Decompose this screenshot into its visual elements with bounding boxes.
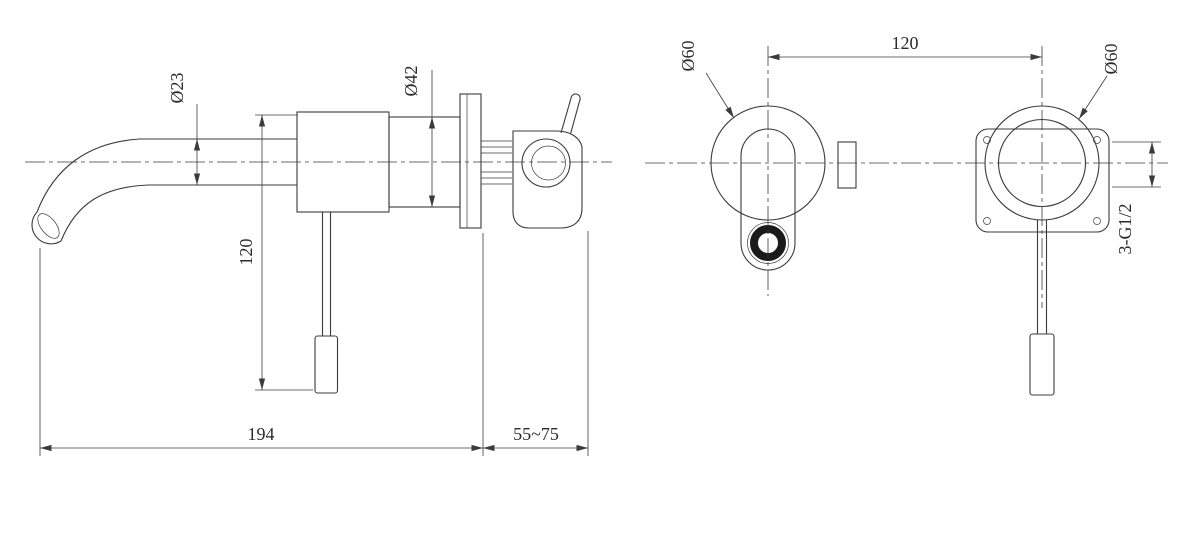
dim-wall-depth: 55~75 (483, 231, 589, 456)
screw-hole-top-left (983, 136, 991, 144)
spout-tip-face (31, 211, 62, 245)
dim-body-diameter: Ø42 (401, 66, 436, 207)
handle-grip-front (1029, 333, 1055, 396)
spout-top-edge (36, 138, 297, 213)
valve-cartridge-outer (521, 138, 571, 188)
dimension-label: 120 (236, 239, 256, 266)
valve-cartridge-inner (531, 145, 566, 181)
spout-bottom-edge (60, 184, 297, 242)
handle-grip (314, 335, 339, 394)
dimension-label: Ø42 (401, 66, 421, 97)
handle-backplate (975, 128, 1110, 233)
screw-hole-top-right (1093, 136, 1101, 144)
dimension-label: 120 (892, 33, 919, 53)
side-tab (837, 141, 857, 189)
side-view: Ø23 Ø42 120 194 55~75 (31, 66, 589, 456)
thread-spec-label: 3-G1/2 (1115, 204, 1135, 255)
front-view-handle: Ø60 3-G1/2 (975, 44, 1161, 396)
screw-hole-bottom-right (1093, 217, 1101, 225)
knurled-ring-drum (296, 111, 390, 213)
wall-flange (459, 93, 482, 229)
leader-line (1078, 75, 1108, 120)
valve-housing (512, 130, 583, 229)
spout-tip-opening (37, 213, 60, 239)
callout-spout-escutcheon-diameter: Ø60 (678, 41, 735, 119)
dim-center-distance: 120 (768, 33, 1042, 61)
dim-spout-diameter: Ø23 (167, 73, 201, 185)
callout-label: Ø60 (678, 41, 698, 72)
leader-line (705, 72, 735, 119)
spout-barrel-front (740, 128, 796, 271)
dim-thread-spec: 3-G1/2 (1112, 141, 1161, 255)
front-view-spout: Ø60 120 (678, 33, 1042, 271)
dimension-label: 194 (248, 424, 275, 444)
dim-spout-reach: 194 (39, 233, 484, 456)
dimension-label: 55~75 (513, 424, 559, 444)
temperature-lever (560, 93, 581, 135)
connection-thread-lines (481, 140, 512, 185)
callout-handle-escutcheon-diameter: Ø60 (1078, 44, 1121, 120)
dim-handle-drop: 120 (236, 114, 313, 391)
screw-hole-bottom-left (983, 217, 991, 225)
dimension-label: Ø23 (167, 73, 187, 104)
centerlines (25, 46, 1168, 308)
callout-label: Ø60 (1101, 44, 1121, 75)
